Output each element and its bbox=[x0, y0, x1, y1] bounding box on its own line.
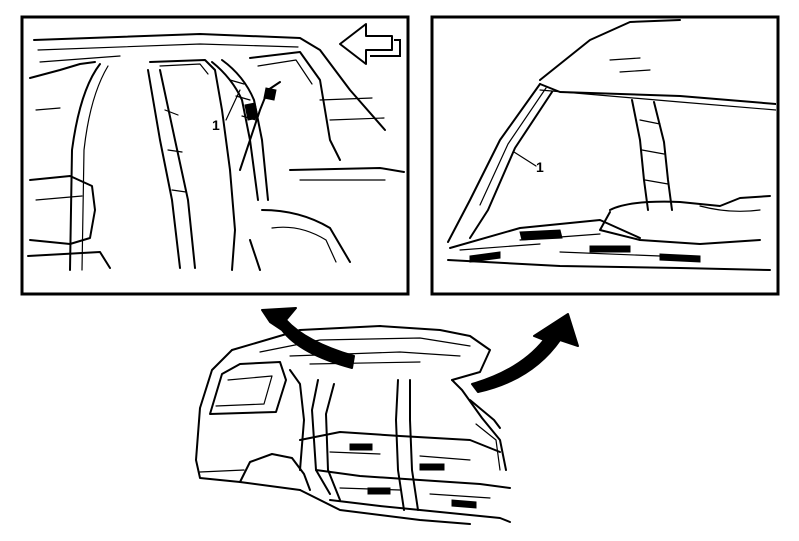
left-detail-panel: 1 bbox=[20, 15, 410, 296]
right-callout-1: 1 bbox=[536, 159, 544, 175]
right-detail-panel: 1 bbox=[430, 15, 780, 296]
pointer-arrow-right bbox=[471, 313, 579, 393]
vehicle-body-overview bbox=[195, 325, 511, 525]
pointer-arrow-left bbox=[261, 307, 355, 369]
view-direction-arrow bbox=[339, 23, 401, 65]
left-callout-1: 1 bbox=[212, 117, 220, 133]
